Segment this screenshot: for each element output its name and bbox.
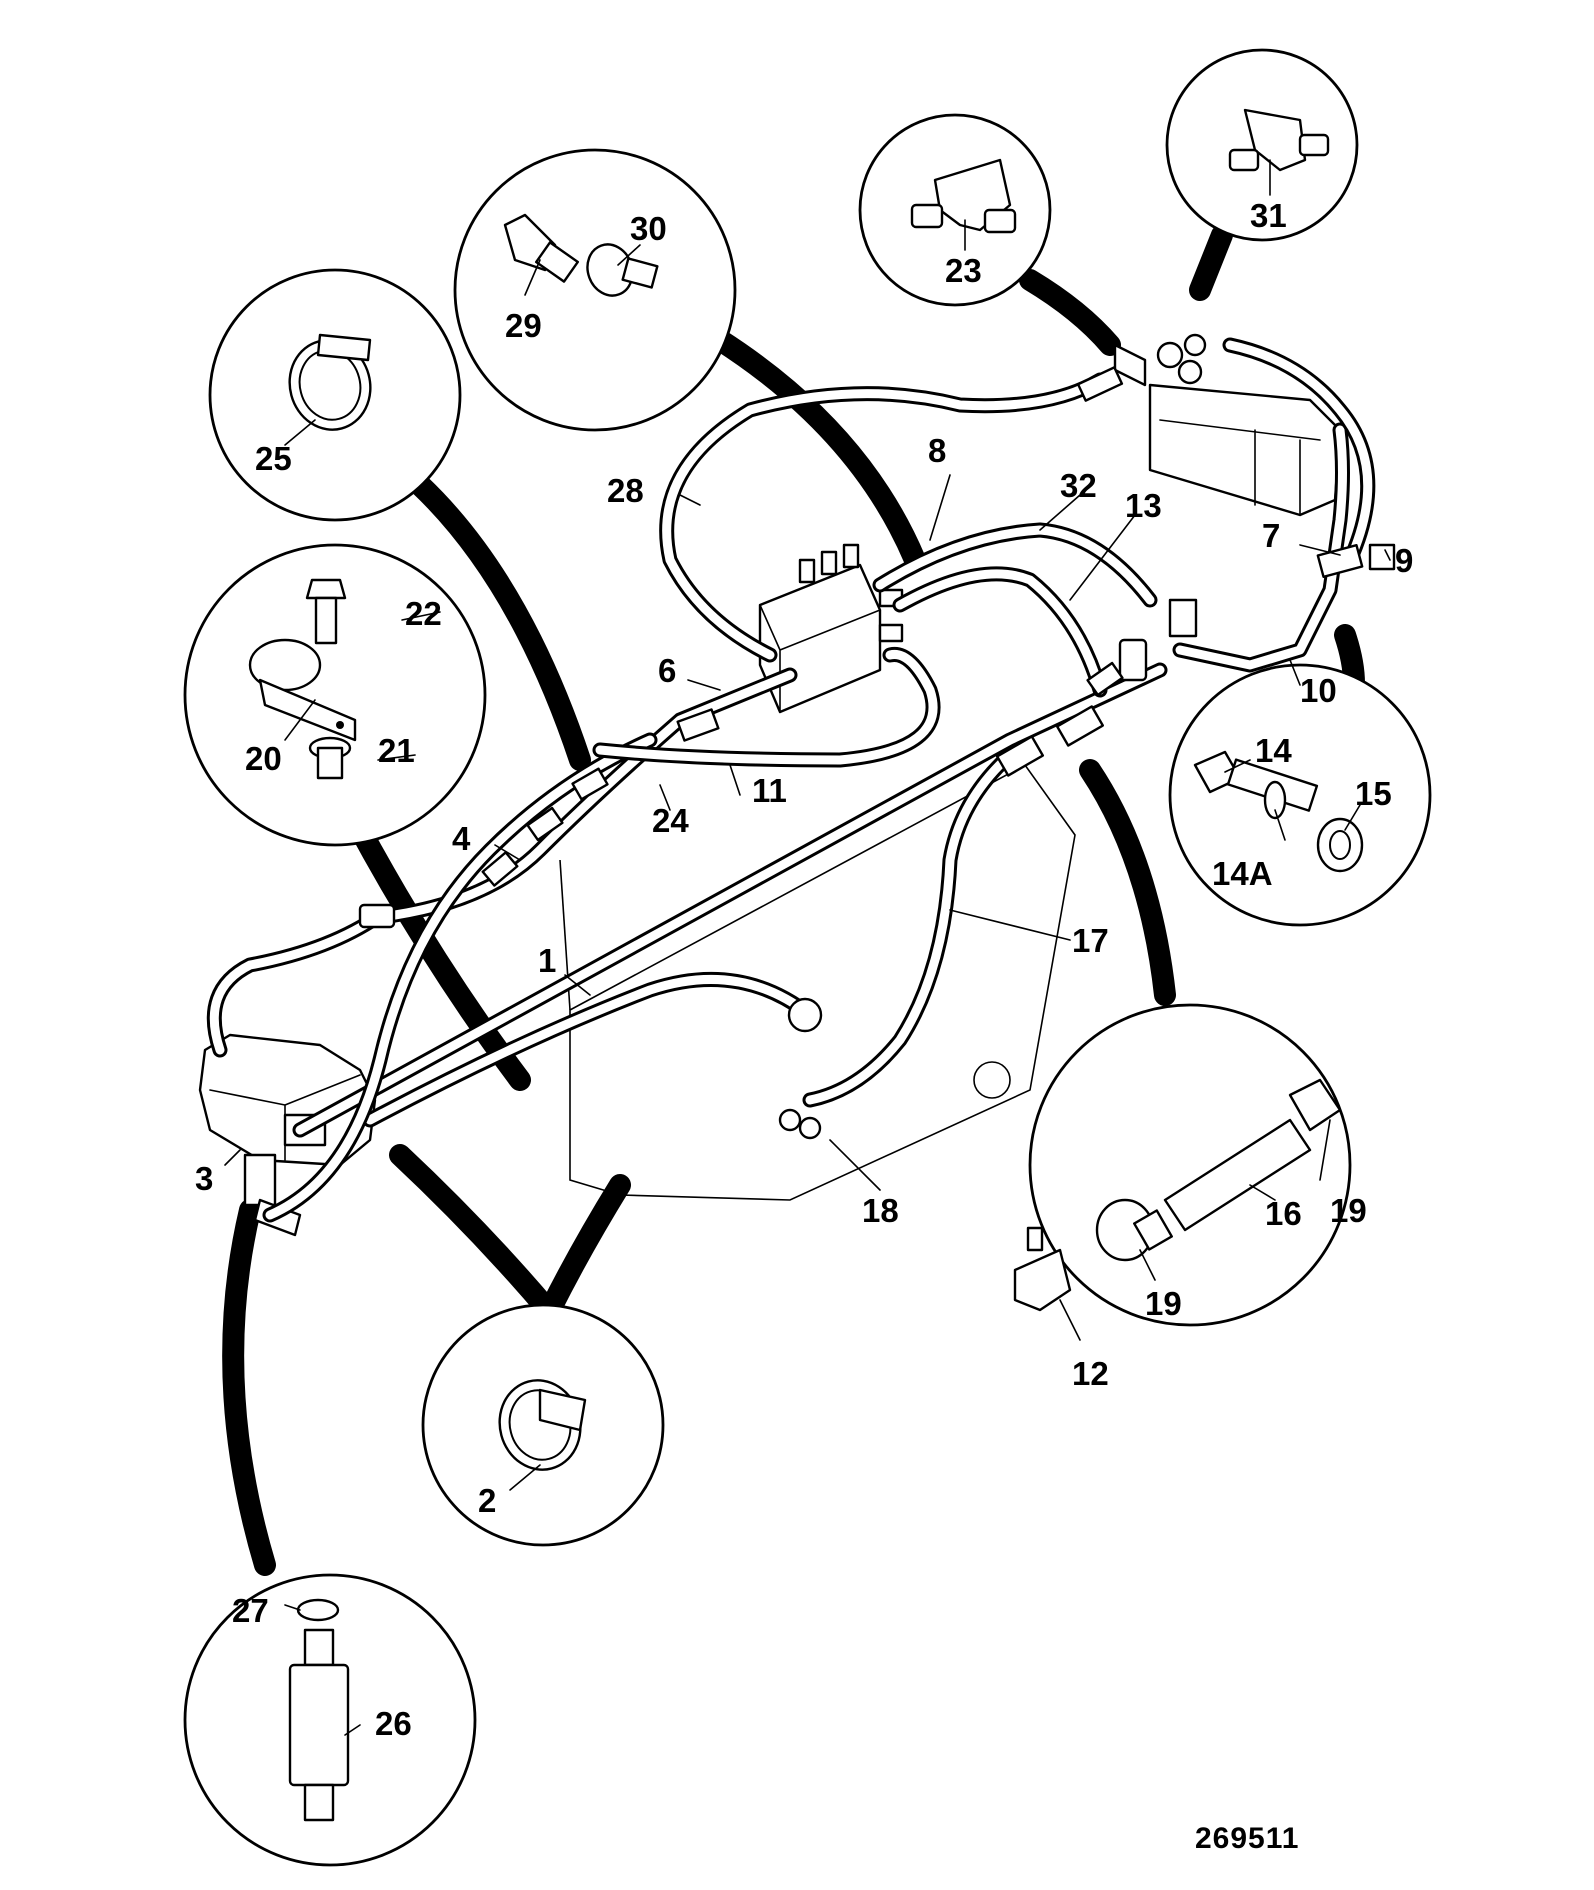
control-valve-block (758, 543, 904, 714)
hose-runs (206, 337, 1376, 1223)
detail-circle-29-30 (453, 148, 737, 432)
leader-circle-16 (1079, 759, 1176, 1006)
label-17: 17 (1072, 922, 1109, 959)
o-ring-icon (296, 1598, 340, 1622)
label-25: 25 (255, 440, 292, 477)
label-11: 11 (752, 772, 787, 809)
pipe-joiner-icon (1163, 1078, 1342, 1232)
label-12: 12 (1072, 1355, 1109, 1392)
nut-icon (308, 736, 352, 780)
bolt-icon (305, 578, 347, 645)
label-27: 27 (232, 1592, 269, 1629)
tee-fitting-icon (1228, 108, 1330, 172)
label-30: 30 (630, 210, 667, 247)
adaptor-icon (503, 213, 580, 283)
hex-adaptor-icon (288, 1628, 350, 1822)
label-20: 20 (245, 740, 282, 777)
leader-circle-23 (1019, 269, 1121, 356)
label-8: 8 (928, 432, 946, 469)
label-32: 32 (1060, 467, 1097, 504)
leader-circle-31 (1189, 224, 1233, 301)
banjo-bolt-icon (1193, 750, 1319, 820)
label-18: 18 (862, 1192, 899, 1229)
hose-clamp-icon (498, 1379, 587, 1471)
label-14a: 14A (1212, 855, 1273, 892)
hose-fittings (358, 366, 1396, 1140)
part-labels: 25 22 20 21 29 30 23 31 28 8 32 13 7 9 1… (195, 197, 1413, 1742)
label-16: 16 (1265, 1195, 1302, 1232)
label-14: 14 (1255, 732, 1292, 769)
label-13: 13 (1125, 487, 1162, 524)
label-31: 31 (1250, 197, 1287, 234)
label-26: 26 (375, 1705, 412, 1742)
label-15: 15 (1355, 775, 1392, 812)
label-23: 23 (945, 252, 982, 289)
reducer-icon (586, 243, 659, 297)
hose-17 (802, 747, 1018, 1108)
label-1: 1 (538, 942, 556, 979)
leader-circle-26 (222, 1199, 276, 1576)
leader-circle-2-left (389, 1144, 559, 1321)
hydraulic-tank-unit (1113, 333, 1342, 517)
sealing-washer-icon (1316, 817, 1364, 873)
label-3: 3 (195, 1160, 213, 1197)
leader-circle-2-right (539, 1174, 631, 1321)
label-9: 9 (1395, 542, 1413, 579)
detail-circle-20 (183, 543, 487, 847)
elbow-fitting-icon (1013, 1226, 1072, 1312)
union-nut-icon (1095, 1198, 1173, 1262)
label-6: 6 (658, 652, 676, 689)
tee-fitting-icon (910, 158, 1017, 234)
detail-circles (183, 48, 1432, 1867)
label-24: 24 (652, 802, 689, 839)
label-19-lower: 19 (1145, 1285, 1182, 1322)
label-22: 22 (405, 595, 442, 632)
label-21: 21 (378, 732, 415, 769)
drawing-number: 269511 (1195, 1822, 1299, 1855)
label-29: 29 (505, 307, 542, 344)
label-2: 2 (478, 1482, 496, 1519)
label-19-upper: 19 (1330, 1192, 1367, 1229)
detail-circle-16-19 (1028, 1003, 1352, 1327)
label-4: 4 (452, 820, 471, 857)
leader-circle-25 (409, 474, 591, 771)
leader-circle-29 (709, 329, 926, 571)
hose-clamp-icon (288, 333, 372, 431)
label-10: 10 (1300, 672, 1337, 709)
callout-leaders (224, 159, 1391, 1736)
label-28: 28 (607, 472, 644, 509)
label-7: 7 (1262, 517, 1280, 554)
